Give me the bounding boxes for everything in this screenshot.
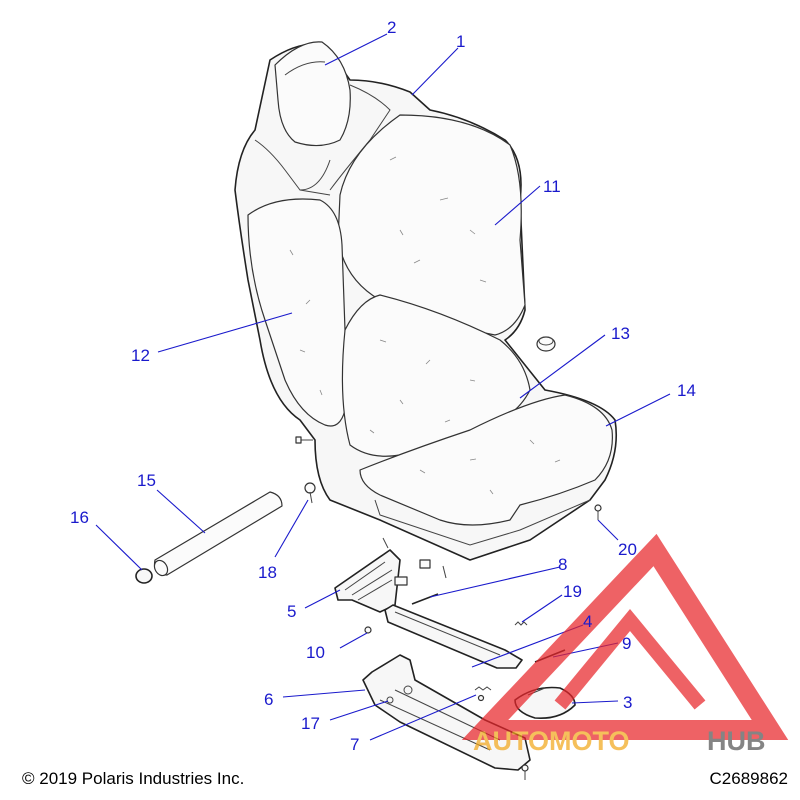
- tube-cap: [135, 568, 153, 584]
- back-cushion: [337, 114, 526, 336]
- side-bolster: [247, 198, 349, 427]
- leader-1: [411, 47, 459, 96]
- callout-20: 20: [618, 540, 637, 559]
- callout-15: 15: [137, 471, 156, 490]
- callout-17: 17: [301, 714, 320, 733]
- leader-7: [369, 694, 477, 741]
- tube: [153, 491, 283, 577]
- leader-6: [282, 689, 366, 698]
- leader-10: [339, 632, 368, 649]
- leader-5: [304, 589, 341, 609]
- bottom-screw: [521, 764, 529, 780]
- leader-13: [519, 334, 606, 399]
- callout-2: 2: [387, 18, 396, 37]
- watermark-text-automoto: AUTOMOTO: [473, 726, 630, 756]
- grommet: [536, 336, 556, 352]
- callout-12: 12: [131, 346, 150, 365]
- callout-3: 3: [623, 693, 632, 712]
- leader-15: [156, 489, 206, 534]
- leader-20: [597, 519, 619, 541]
- seat-center-cushion: [341, 294, 531, 457]
- callout-8: 8: [558, 555, 567, 574]
- leader-8: [429, 566, 561, 598]
- callout-19: 19: [563, 582, 582, 601]
- fastener-18: [304, 482, 316, 504]
- watermark-text-hub: HUB: [707, 726, 766, 756]
- callout-10: 10: [306, 643, 325, 662]
- leader-3: [571, 700, 619, 704]
- diagram-code: C2689862: [710, 769, 788, 788]
- callout-7: 7: [350, 735, 359, 754]
- callout-16: 16: [70, 508, 89, 527]
- leader-11: [494, 185, 541, 226]
- clip: [419, 559, 447, 579]
- watermark-triangle-inner: [554, 608, 706, 710]
- leader-14: [605, 393, 671, 427]
- callout-5: 5: [287, 602, 296, 621]
- callout-1: 1: [456, 32, 465, 51]
- watermark-logo: AUTOMOTO HUB: [461, 533, 789, 756]
- leader-lines: [95, 33, 671, 741]
- callout-6: 6: [264, 690, 273, 709]
- callout-labels: 1 2 3 4 5 6 7 8 9 10 11 12 13 14 15 16 1…: [70, 18, 696, 754]
- watermark-triangle-outer: [461, 533, 789, 740]
- callout-18: 18: [258, 563, 277, 582]
- fastener-top-left: [295, 436, 313, 444]
- leader-17: [329, 700, 389, 721]
- spring-clip: [474, 686, 492, 702]
- callout-13: 13: [611, 324, 630, 343]
- front-seat-cushion: [359, 394, 613, 546]
- headrest: [274, 41, 351, 147]
- copyright-text: © 2019 Polaris Industries Inc.: [22, 769, 244, 788]
- leader-2: [324, 33, 388, 66]
- callout-14: 14: [677, 381, 696, 400]
- callout-11: 11: [543, 177, 561, 196]
- callout-9: 9: [622, 634, 631, 653]
- leader-16: [95, 524, 143, 571]
- bracket: [334, 537, 408, 613]
- leader-19: [521, 594, 563, 623]
- callout-4: 4: [583, 612, 592, 631]
- leader-18: [274, 499, 309, 558]
- fastener-20: [594, 504, 602, 520]
- leader-12: [157, 312, 293, 353]
- slider-rail: [384, 604, 523, 669]
- nut: [364, 626, 372, 634]
- spring: [514, 621, 528, 626]
